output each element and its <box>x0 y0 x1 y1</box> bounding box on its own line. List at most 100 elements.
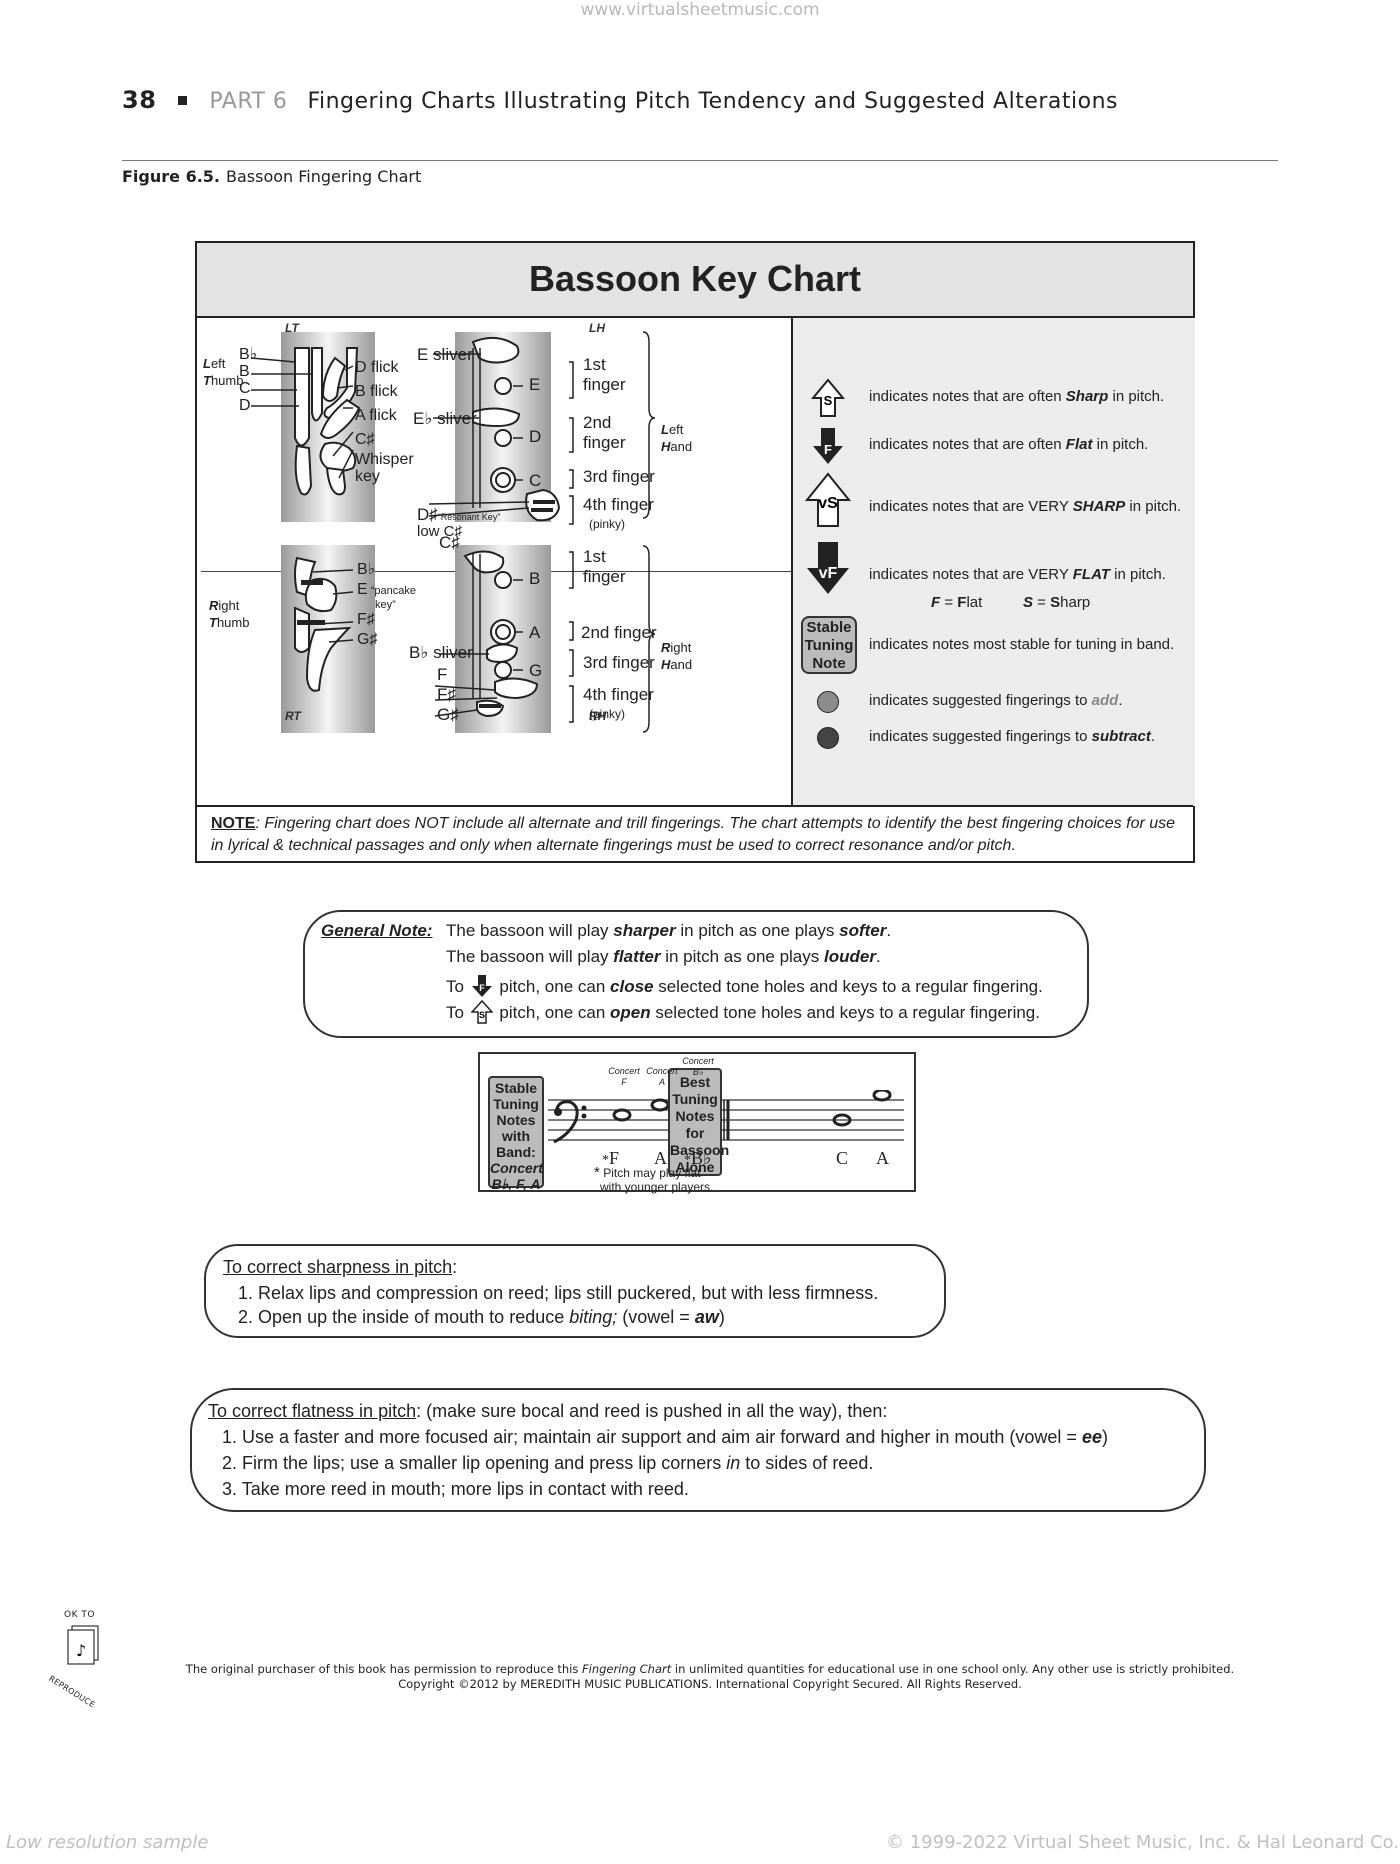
lh-pinky: (pinky) <box>589 517 626 531</box>
general-note-line-1: The bassoon will play sharper in pitch a… <box>446 921 892 940</box>
bb-sliver-key <box>486 643 519 664</box>
legend-panel: S indicates notes that are often Sharp i… <box>791 318 1195 806</box>
general-note-line-4: To S pitch, one can open selected tone h… <box>446 999 1040 1026</box>
b-tone-hole <box>494 571 512 589</box>
chart-title: Bassoon Key Chart <box>197 243 1193 318</box>
rh-cs-label: C♯ <box>439 533 460 552</box>
staff-svg: ♭ <box>548 1090 904 1144</box>
bb-sliver-label: B♭ sliver <box>409 643 473 662</box>
c-tone-hole-inner <box>495 472 511 488</box>
figure-label: Figure 6.5. <box>122 167 220 186</box>
d-note-label: D <box>529 427 542 446</box>
g-note-label: G <box>529 661 543 680</box>
legend-subtract: indicates suggested fingerings to subtra… <box>869 728 1156 745</box>
chapter-title: Fingering Charts Illustrating Pitch Tend… <box>307 89 1119 114</box>
pinky-pad-2 <box>531 508 553 512</box>
note-label: NOTE <box>211 815 256 832</box>
rt-tag: RT <box>285 709 301 723</box>
sharpness-box <box>204 1244 946 1338</box>
sharp-abbrev: S = Sharp <box>1023 594 1091 611</box>
d-tone-hole <box>494 429 512 447</box>
a-flick-label: A flick <box>355 407 397 424</box>
band-note-a: A <box>654 1148 667 1168</box>
bassoon-note-a: A <box>876 1148 889 1168</box>
bullet-square <box>178 96 188 105</box>
add-dot-icon <box>817 691 839 713</box>
pinky-key <box>525 488 561 522</box>
rt-fs-pad <box>297 620 325 625</box>
chart-note: NOTE: Fingering chart does NOT include a… <box>197 805 1193 863</box>
legend-very-flat: indicates notes that are VERY FLAT in pi… <box>869 566 1166 583</box>
sharpness-title: To correct sharpness in pitch: <box>223 1257 458 1277</box>
rt-gs-key <box>305 626 352 692</box>
lt-tag: LT <box>285 321 299 335</box>
rt-gs-label: G♯ <box>357 631 378 648</box>
svg-text:F: F <box>479 983 485 993</box>
general-note-line-3: To F pitch, one can close selected tone … <box>446 974 1043 1000</box>
watermark-top: www.virtualsheetmusic.com <box>580 0 820 20</box>
header-rule <box>122 160 1278 161</box>
e-note-label: E <box>529 375 541 394</box>
rh-2nd-finger: 2nd finger <box>581 623 657 642</box>
sharp-icon: S <box>811 378 845 417</box>
rh-f-key <box>494 677 539 700</box>
band-note-bb: *B♭ <box>684 1148 712 1168</box>
pancake-key-label: key” <box>375 599 396 611</box>
flatness-item-2: 2. Firm the lips; use a smaller lip open… <box>222 1453 874 1473</box>
b-flick-label: B flick <box>355 383 398 400</box>
page-number: 38 <box>122 86 157 114</box>
flatness-box <box>190 1388 1206 1512</box>
rh-4th-finger: 4th finger <box>583 685 654 704</box>
svg-text:S: S <box>824 393 833 408</box>
eb-sliver-label: E♭ sliver <box>413 409 477 428</box>
legend-flat: indicates notes that are often Flat in p… <box>869 436 1149 453</box>
left-thumb-label: Left Thumb <box>203 356 244 388</box>
svg-text:♪: ♪ <box>76 1641 86 1660</box>
note-a-high <box>872 1090 892 1102</box>
note-body: : Fingering chart does NOT include all a… <box>211 815 1176 854</box>
b-thumb-key <box>311 347 323 422</box>
g-tone-hole <box>494 661 512 679</box>
rt-bb-pad <box>301 580 323 585</box>
general-note-box <box>303 910 1089 1038</box>
lh-3rd-finger: 3rd finger <box>583 467 655 486</box>
svg-text:S: S <box>479 1010 485 1020</box>
right-hand-label: Right Hand <box>661 640 693 672</box>
svg-text:F: F <box>824 442 832 457</box>
watermark-bottom-right: © 1999-2022 Virtual Sheet Music, Inc. & … <box>886 1832 1400 1853</box>
pinky-pad-1 <box>533 500 555 504</box>
e-tone-hole <box>494 377 512 395</box>
key-diagram-svg <box>250 331 656 733</box>
flat-icon-small: F <box>471 975 492 997</box>
figure-caption: Figure 6.5.Bassoon Fingering Chart <box>122 167 421 186</box>
flat-icon: F <box>813 428 843 464</box>
flatness-item-1: 1. Use a faster and more focused air; ma… <box>222 1427 1108 1447</box>
b-note-label: B <box>529 569 541 588</box>
svg-text:vS: vS <box>818 495 838 512</box>
a-tone-hole-inner <box>495 624 511 640</box>
a-flick-key <box>319 398 361 439</box>
d-thumb-key <box>294 444 313 496</box>
rh-3rd-finger: 3rd finger <box>583 653 655 672</box>
rt-fs-label: F♯ <box>357 611 375 628</box>
bassoon-note-c: C <box>836 1148 849 1168</box>
legend-very-sharp: indicates notes that are VERY SHARP in p… <box>869 498 1182 515</box>
footnote: * Pitch may play flat with younger playe… <box>594 1164 714 1194</box>
subtract-dot-icon <box>817 727 839 749</box>
band-note-f: *F <box>602 1148 620 1168</box>
very-sharp-icon: vS <box>805 472 851 527</box>
legend-sharp: indicates notes that are often Sharp in … <box>869 388 1165 405</box>
pancake-key <box>304 577 338 613</box>
note-a <box>650 1098 670 1112</box>
ok-to-reproduce-icon: OK TO ♪ REPRODUCE <box>47 1610 99 1710</box>
